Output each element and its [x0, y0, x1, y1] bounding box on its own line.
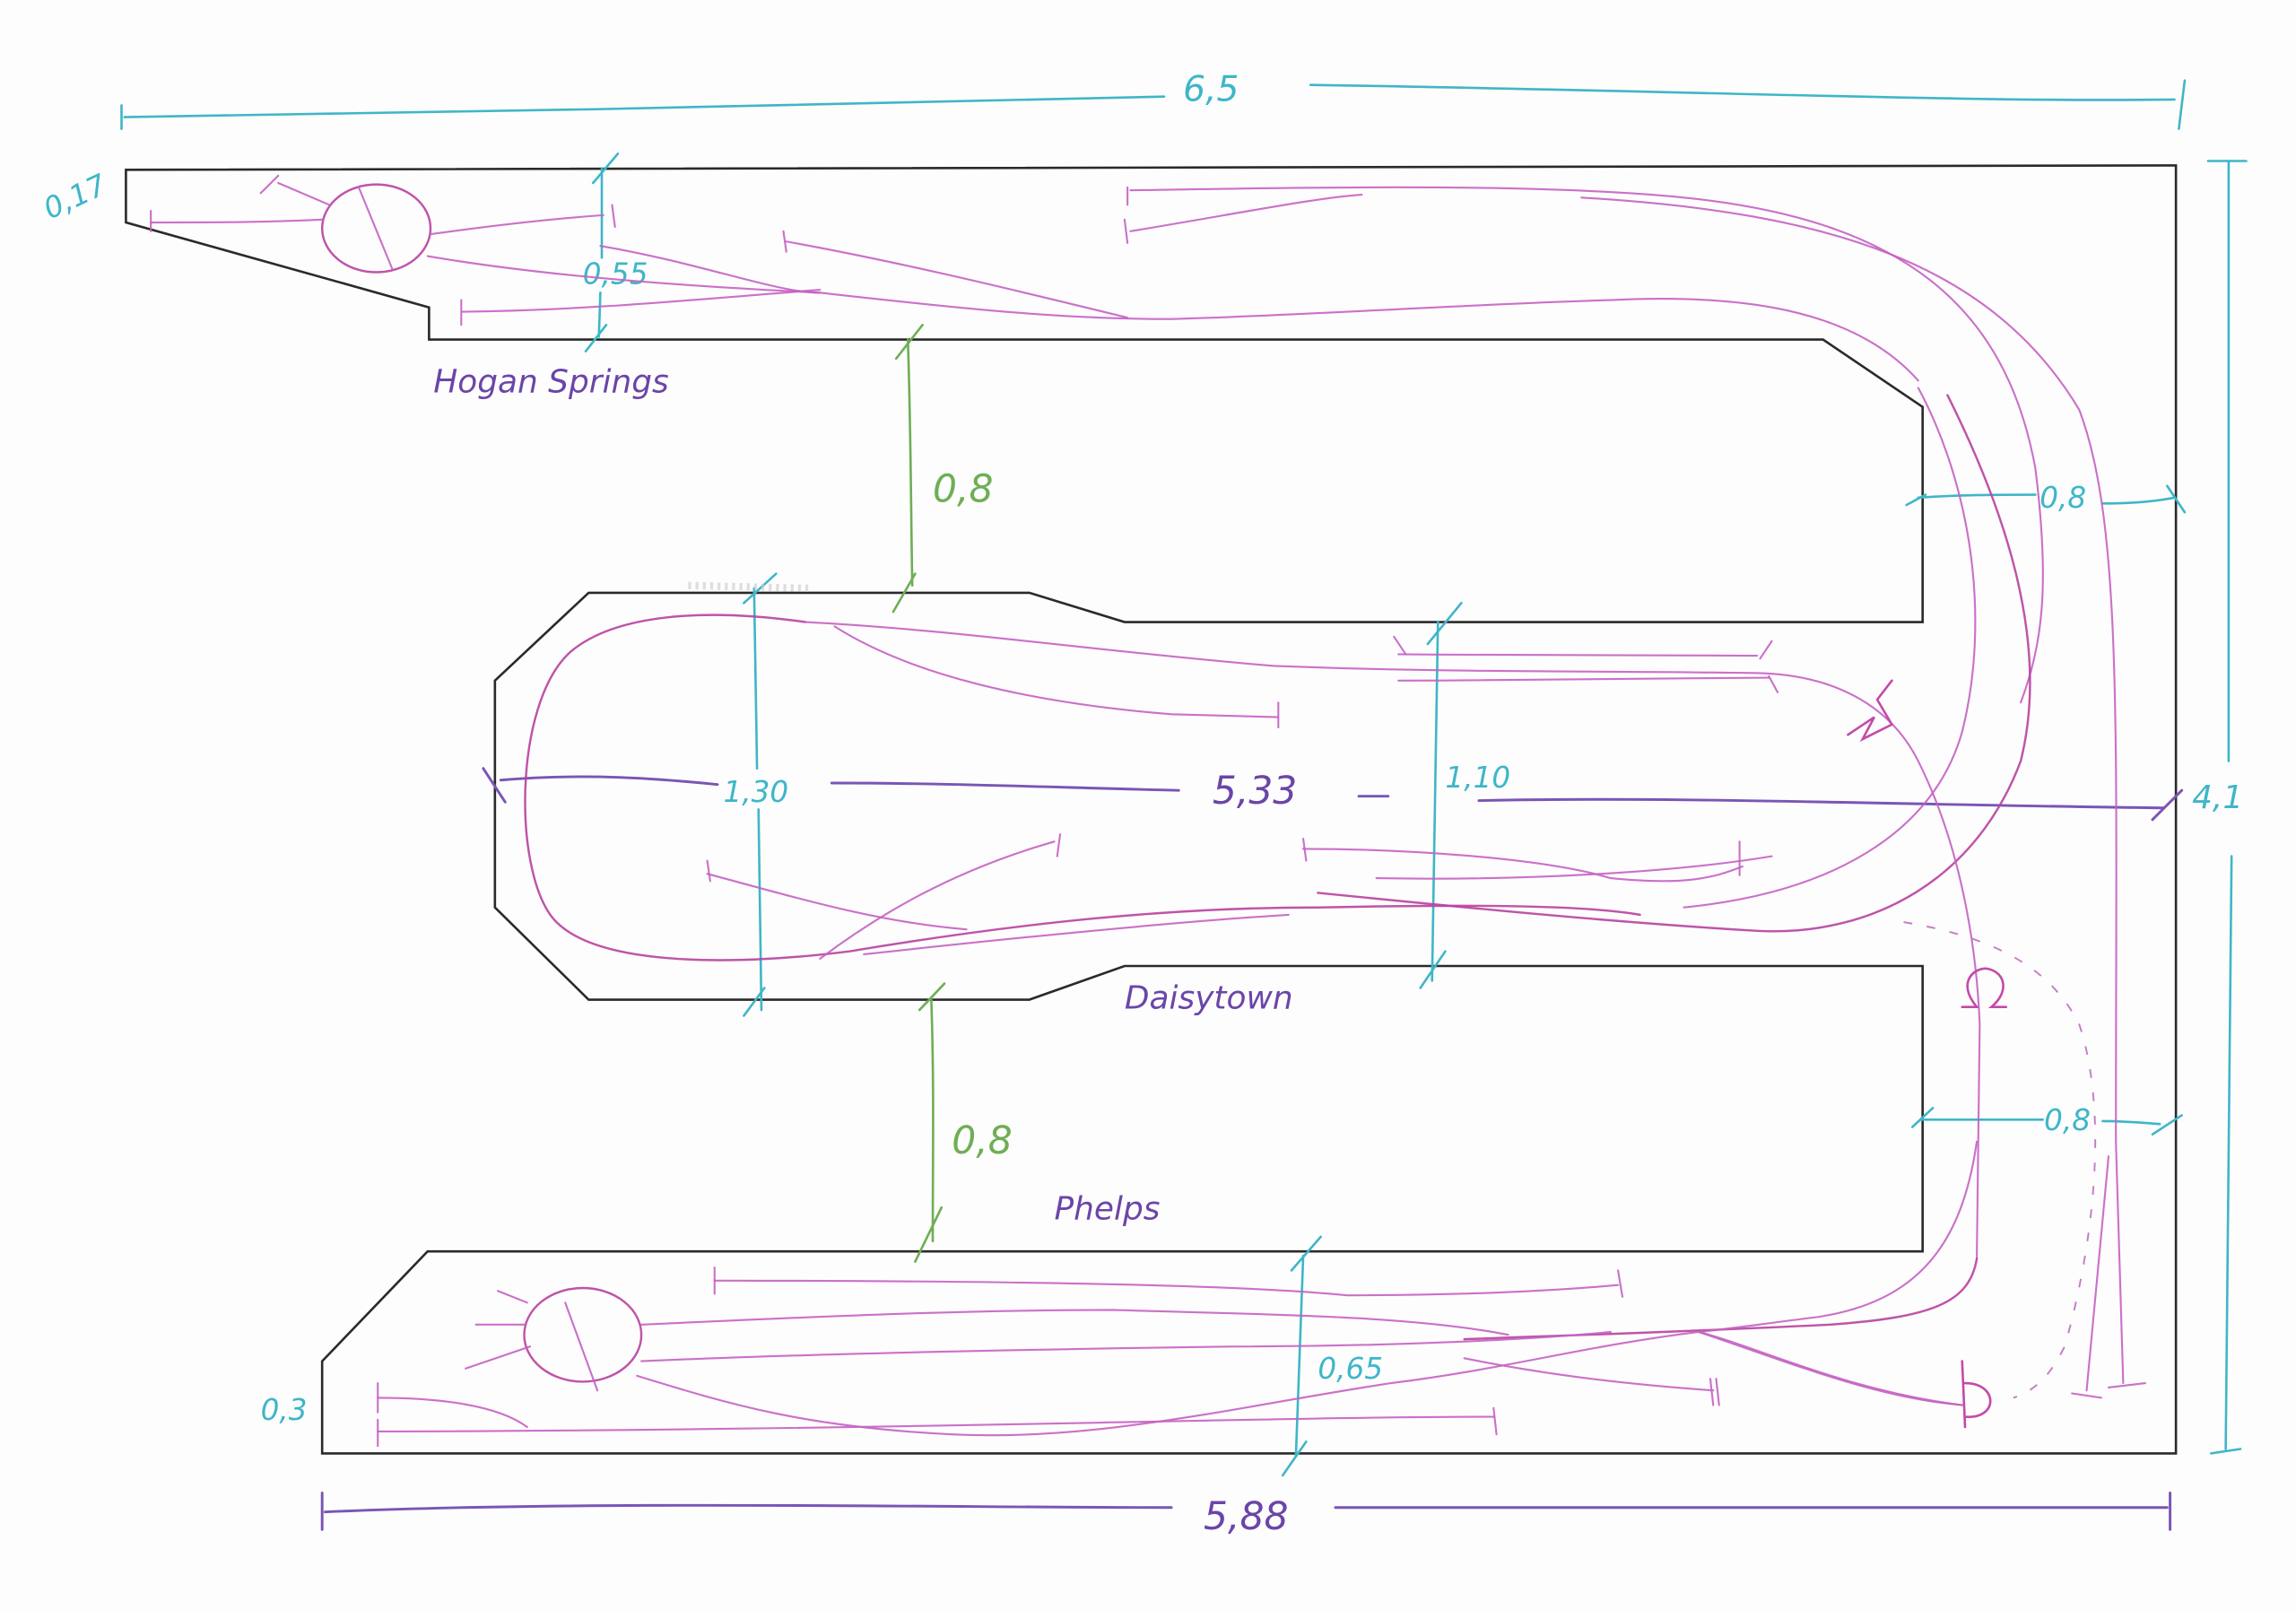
- dimension-overall-width: 6,5: [120, 70, 2187, 130]
- label-middle-right-height: 1,10: [1445, 761, 1510, 795]
- label-bottom-left-edge: 0,3: [261, 1393, 308, 1427]
- turntable-bottom-icon: [523, 1286, 643, 1383]
- label-bottom-arm-depth: 0,65: [1318, 1352, 1383, 1386]
- label-upper-gap: 0,8: [933, 468, 993, 512]
- bridge-icon: [1847, 679, 1894, 743]
- label-overall-height: 4,1: [2192, 779, 2243, 816]
- label-top-arm-depth: 0,55: [583, 257, 648, 292]
- dimension-middle-right-height: 1,10: [1419, 602, 1510, 989]
- town-label-daisytown: Daisytown: [1125, 979, 1293, 1016]
- dimension-middle-length: 5,33: [482, 767, 2184, 822]
- label-overall-width: 6,5: [1183, 70, 1239, 110]
- scan-smudge: [688, 581, 813, 593]
- turntable-top-icon: [320, 183, 432, 274]
- dimension-top-arm-depth: 0,55: [583, 152, 648, 352]
- label-right-arm-lower-width: 0,8: [2044, 1103, 2091, 1137]
- dimension-upper-gap: 0,8: [891, 323, 993, 614]
- planned-extension-dashed: [1903, 921, 2097, 1399]
- track-plan: [150, 174, 2146, 1448]
- dimension-bottom-width: 5,88: [320, 1491, 2172, 1539]
- dimension-right-arm-lower-width: 0,8: [1910, 1103, 2183, 1137]
- dimension-bottom-arm-depth: 0,65: [1281, 1235, 1383, 1477]
- label-middle-length: 5,33: [1213, 770, 1297, 814]
- dimension-lower-gap: 0,8: [914, 982, 1013, 1263]
- town-label-phelps: Phelps: [1055, 1190, 1161, 1227]
- label-lower-gap: 0,8: [952, 1119, 1012, 1163]
- dimension-middle-left-height: 1,30: [724, 572, 789, 1017]
- dimension-overall-height: 4,1: [2192, 160, 2248, 1455]
- label-right-arm-upper-width: 0,8: [2039, 481, 2086, 515]
- baseboard-outline: [125, 164, 2178, 1455]
- buffer-stop-icon: [1961, 1360, 1992, 1429]
- label-bottom-width: 5,88: [1204, 1495, 1288, 1539]
- label-top-left-edge: 0,17: [39, 168, 112, 226]
- label-middle-left-height: 1,30: [724, 775, 789, 809]
- tunnel-portal-icon: [1961, 967, 2008, 1008]
- dimension-right-arm-upper-width: 0,8: [1905, 481, 2187, 515]
- town-label-hogan-springs: Hogan Springs: [433, 363, 668, 400]
